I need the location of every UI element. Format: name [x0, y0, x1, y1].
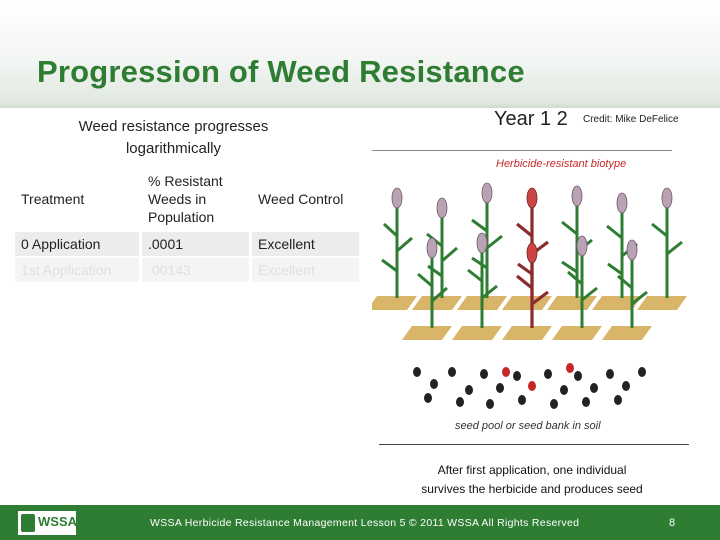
footer-bar: WSSA WSSA Herbicide Resistance Managemen… — [0, 505, 720, 540]
wssa-logo: WSSA — [18, 511, 77, 535]
header-weed-control: Weed Control — [249, 168, 359, 231]
caption-divider — [379, 444, 689, 445]
seed-heads — [391, 182, 673, 261]
header-percent-resistant: % Resistant Weeds in Population — [139, 168, 251, 231]
table-header-row: Treatment % Resistant Weeds in Populatio… — [15, 168, 359, 231]
biotype-label: Herbicide-resistant biotype — [496, 158, 627, 170]
wssa-logo-icon — [21, 514, 35, 532]
cell-treatment: 0 Application — [15, 230, 141, 257]
seed-bank-caption: seed pool or seed bank in soil — [455, 420, 601, 432]
divider-line — [372, 150, 672, 151]
cell-treatment: 1st Application — [15, 256, 141, 282]
photo-credit: Credit: Mike DeFelice — [583, 114, 679, 125]
seed-bank — [413, 363, 646, 409]
weed-field-illustration — [372, 182, 687, 409]
cell-control: Excellent — [249, 256, 359, 282]
cell-percent: .0001 — [139, 230, 251, 257]
subtitle: Weed resistance progresses logarithmical… — [78, 118, 269, 157]
header-treatment: Treatment — [15, 168, 141, 231]
cell-control: Excellent — [249, 230, 359, 257]
soil-pads — [372, 296, 687, 340]
table-row: 0 Application .0001 Excellent — [15, 230, 359, 257]
year-label: Year 1 2 — [494, 108, 568, 130]
table-row: 1st Application .00143 Excellent — [15, 256, 359, 282]
animation-caption: After first application, one individual … — [372, 463, 692, 503]
cell-percent: .00143 — [139, 256, 251, 282]
page-number: 8 — [669, 517, 676, 529]
slide-title: Progression of Weed Resistance — [37, 54, 525, 89]
logo-text: WSSA — [38, 514, 77, 529]
resistance-table: Treatment % Resistant Weeds in Populatio… — [15, 168, 359, 282]
footer-text: WSSA Herbicide Resistance Management Les… — [150, 517, 580, 529]
caption-line-1: After first application, one individual — [437, 463, 627, 477]
caption-line-2: survives the herbicide and produces seed — [421, 482, 643, 496]
resistant-seed-heads — [526, 187, 538, 264]
title-band — [0, 0, 720, 108]
